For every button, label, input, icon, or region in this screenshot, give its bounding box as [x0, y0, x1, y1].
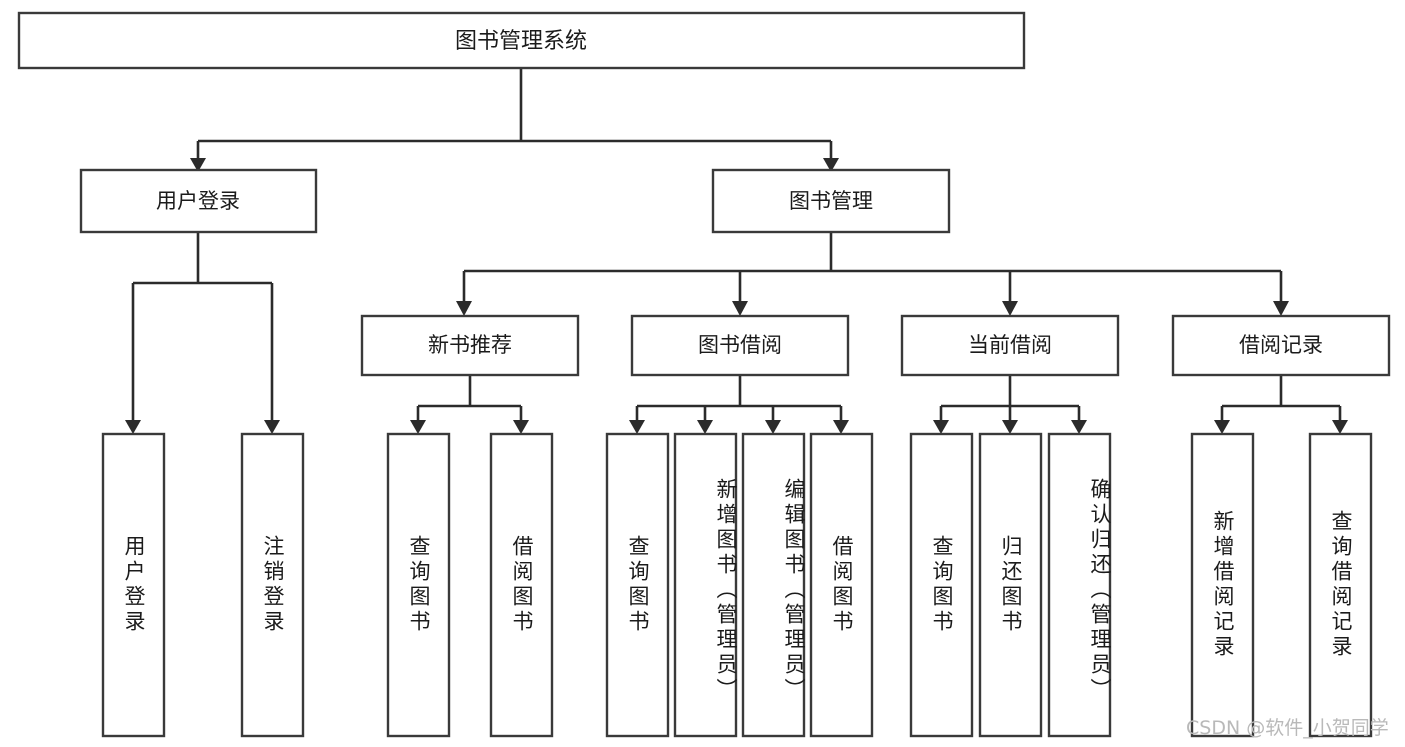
arrow-cb-leaf3: [1071, 420, 1087, 434]
arrow-leaf-logout: [264, 420, 280, 434]
node-book-borrow-label: 图书借阅: [698, 333, 782, 357]
node-current-borrow-label: 当前借阅: [968, 333, 1052, 357]
leaf-box-logout[interactable]: [240, 432, 305, 738]
node-book-borrow[interactable]: 图书借阅: [630, 314, 850, 377]
arrow-nb-leaf2: [513, 420, 529, 434]
arrow-leaf-user-login: [125, 420, 141, 434]
leaf-box-user-login[interactable]: [101, 432, 166, 738]
leaf-box-bb-query-book[interactable]: [605, 432, 670, 738]
nodes-layer: 图书管理系统 用户登录 图书管理 新书推荐 图书借阅 当前: [17, 11, 1391, 738]
leaf-box-nb-query-book[interactable]: [386, 432, 451, 738]
node-root[interactable]: 图书管理系统: [17, 11, 1026, 70]
arrow-new-book: [456, 301, 472, 316]
node-new-book-recommend[interactable]: 新书推荐: [360, 314, 580, 377]
node-borrow-record-label: 借阅记录: [1239, 333, 1323, 357]
leaf-box-bb-borrow-book[interactable]: [809, 432, 874, 738]
leaf-box-cb-confirm-return[interactable]: [1047, 432, 1112, 738]
arrow-cb-leaf2: [1002, 420, 1018, 434]
leaf-box-bb-edit-book[interactable]: [741, 432, 806, 738]
arrow-book-mgmt: [823, 158, 839, 172]
edges-layer: [125, 68, 1348, 434]
node-borrow-record-box[interactable]: [1171, 314, 1391, 377]
node-root-label: 图书管理系统: [455, 29, 587, 54]
node-new-book-recommend-box[interactable]: [360, 314, 580, 377]
leaf-box-bb-add-book[interactable]: [673, 432, 738, 738]
node-borrow-record[interactable]: 借阅记录: [1171, 314, 1391, 377]
arrow-br-leaf2: [1332, 420, 1348, 434]
arrow-user-login: [190, 158, 206, 172]
node-book-management[interactable]: 图书管理: [711, 168, 951, 234]
node-root-box[interactable]: [17, 11, 1026, 70]
arrow-cb-leaf1: [933, 420, 949, 434]
arrow-borrow-record: [1273, 301, 1289, 316]
arrow-bb-leaf1: [629, 420, 645, 434]
node-book-management-label: 图书管理: [789, 189, 873, 213]
arrow-bb-leaf2: [697, 420, 713, 434]
arrow-current-borrow: [1002, 301, 1018, 316]
arrow-br-leaf1: [1214, 420, 1230, 434]
leaf-box-br-add-record[interactable]: [1190, 432, 1255, 738]
arrow-nb-leaf1: [410, 420, 426, 434]
leaf-box-cb-return-book[interactable]: [978, 432, 1043, 738]
leaf-box-cb-query-book[interactable]: [909, 432, 974, 738]
leaf-box-nb-borrow-book[interactable]: [489, 432, 554, 738]
node-new-book-recommend-label: 新书推荐: [428, 333, 512, 357]
leaf-box-br-query-record[interactable]: [1308, 432, 1373, 738]
node-book-borrow-box[interactable]: [630, 314, 850, 377]
node-user-login-label: 用户登录: [156, 189, 240, 213]
node-book-management-box[interactable]: [711, 168, 951, 234]
node-user-login-box[interactable]: [79, 168, 318, 234]
node-current-borrow[interactable]: 当前借阅: [900, 314, 1120, 377]
node-current-borrow-box[interactable]: [900, 314, 1120, 377]
csdn-watermark: CSDN @软件_小贺同学: [1186, 717, 1389, 739]
arrow-bb-leaf3: [765, 420, 781, 434]
arrow-book-borrow: [732, 301, 748, 316]
node-user-login[interactable]: 用户登录: [79, 168, 318, 234]
arrow-bb-leaf4: [833, 420, 849, 434]
